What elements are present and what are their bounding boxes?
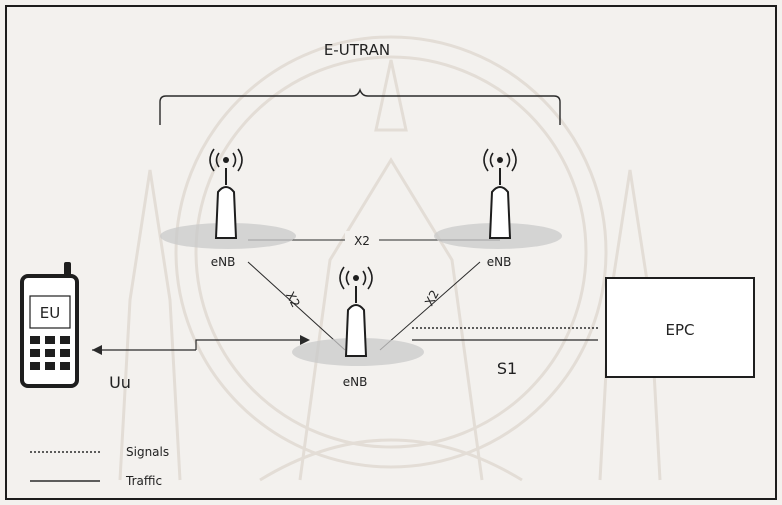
phone-keypad (30, 336, 70, 370)
x2-link-left (247, 261, 346, 351)
x2-label-left: X2 (283, 289, 303, 310)
ue-label: EU (40, 304, 60, 322)
arrow-right-icon (300, 335, 310, 345)
uu-label: Uu (109, 373, 131, 392)
signal-waves-icon (223, 157, 229, 163)
legend-signals-label: Signals (126, 445, 169, 459)
x2-link-right (379, 261, 481, 351)
legend: Signals Traffic (30, 445, 169, 488)
enb-center: eNB (292, 266, 424, 389)
antenna-tower-icon (214, 186, 238, 239)
s1-label: S1 (497, 359, 517, 378)
epc-label: EPC (666, 321, 695, 339)
watermark-seal (118, 35, 662, 482)
e-utran-brace (159, 87, 561, 125)
enb-label: eNB (211, 255, 236, 269)
x2-label-bg (345, 231, 379, 249)
uu-link (92, 335, 310, 355)
antenna-tower-icon (344, 304, 368, 357)
x2-label-top: X2 (354, 234, 370, 248)
phone-screen (29, 295, 71, 329)
e-utran-title: E-UTRAN (324, 41, 390, 59)
arrow-left-icon (92, 345, 102, 355)
antenna-tower-icon (488, 186, 512, 239)
enb-label: eNB (343, 375, 368, 389)
x2-label-right: X2 (422, 288, 442, 309)
enb-left: eNB (160, 148, 296, 269)
diagram-frame (5, 5, 777, 500)
mobile-phone-icon: EU (20, 262, 79, 388)
epc-box (605, 277, 755, 378)
signal-waves-icon (353, 275, 359, 281)
legend-traffic-label: Traffic (125, 474, 162, 488)
signal-waves-icon (497, 157, 503, 163)
enb-right: eNB (434, 148, 562, 269)
enb-label: eNB (487, 255, 512, 269)
